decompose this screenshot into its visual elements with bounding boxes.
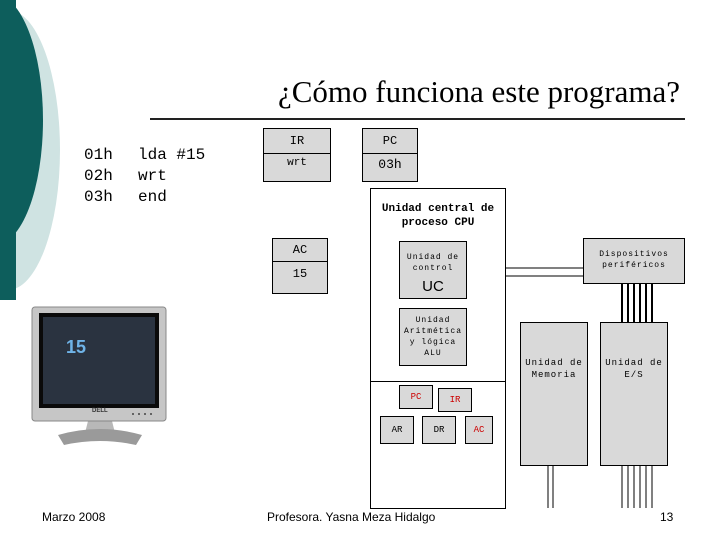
inner-ar-register: AR xyxy=(380,416,414,444)
pc-label: PC xyxy=(363,129,417,154)
control-unit-abbr: UC xyxy=(422,277,444,295)
ir-label: IR xyxy=(264,129,330,154)
title-underline xyxy=(150,118,685,120)
inner-ac-register: AC xyxy=(465,416,493,444)
monitor-display-value: 15 xyxy=(66,337,87,357)
inner-pc-register: PC xyxy=(399,385,433,409)
memory-unit-label: Unidad de Memoria xyxy=(525,358,583,380)
monitor-icon xyxy=(31,306,167,445)
footer-date: Marzo 2008 xyxy=(42,510,106,524)
control-unit-box: Unidad de control UC xyxy=(399,241,467,299)
ac-label: AC xyxy=(273,239,327,262)
monitor-brand-logo: DELL xyxy=(92,408,108,414)
memory-unit-box: Unidad de Memoria xyxy=(520,322,588,466)
alu-label: Unidad Aritmética y lógica ALU xyxy=(403,316,462,358)
page-number: 13 xyxy=(660,510,674,524)
peripheral-devices-box: Dispositivos periféricos xyxy=(583,238,685,284)
instruction-line: lda #15 xyxy=(138,146,206,164)
address-line: 01h xyxy=(84,146,113,164)
cpu-box: Unidad central de proceso CPU xyxy=(370,188,506,509)
control-unit-label: Unidad de control xyxy=(406,253,460,273)
ir-value: wrt xyxy=(287,157,307,169)
address-line: 02h xyxy=(84,167,113,185)
io-unit-box: Unidad de E/S xyxy=(600,322,668,466)
instruction-column: lda #15 wrt end xyxy=(138,145,205,208)
address-column: 01h 02h 03h xyxy=(84,145,113,208)
cpu-title: Unidad central de proceso CPU xyxy=(381,203,495,229)
alu-box: Unidad Aritmética y lógica ALU xyxy=(399,308,467,366)
peripheral-devices-label: Dispositivos periféricos xyxy=(599,250,669,270)
inner-dr-register: DR xyxy=(422,416,456,444)
io-unit-label: Unidad de E/S xyxy=(605,358,663,380)
ir-register: IR wrt xyxy=(263,128,331,182)
decorative-teal-shape xyxy=(0,0,60,300)
footer-author: Profesora. Yasna Meza Hidalgo xyxy=(267,510,436,524)
ac-value: 15 xyxy=(292,267,308,281)
pc-register: PC 03h xyxy=(362,128,418,182)
pc-value: 03h xyxy=(378,156,402,172)
slide-title: ¿Cómo funciona este programa? xyxy=(278,74,680,109)
inner-ir-register: IR xyxy=(438,388,472,412)
instruction-line: wrt xyxy=(138,167,167,185)
address-line: 03h xyxy=(84,188,113,206)
ac-register: AC 15 xyxy=(272,238,328,294)
cpu-divider xyxy=(371,381,505,382)
instruction-line: end xyxy=(138,188,167,206)
